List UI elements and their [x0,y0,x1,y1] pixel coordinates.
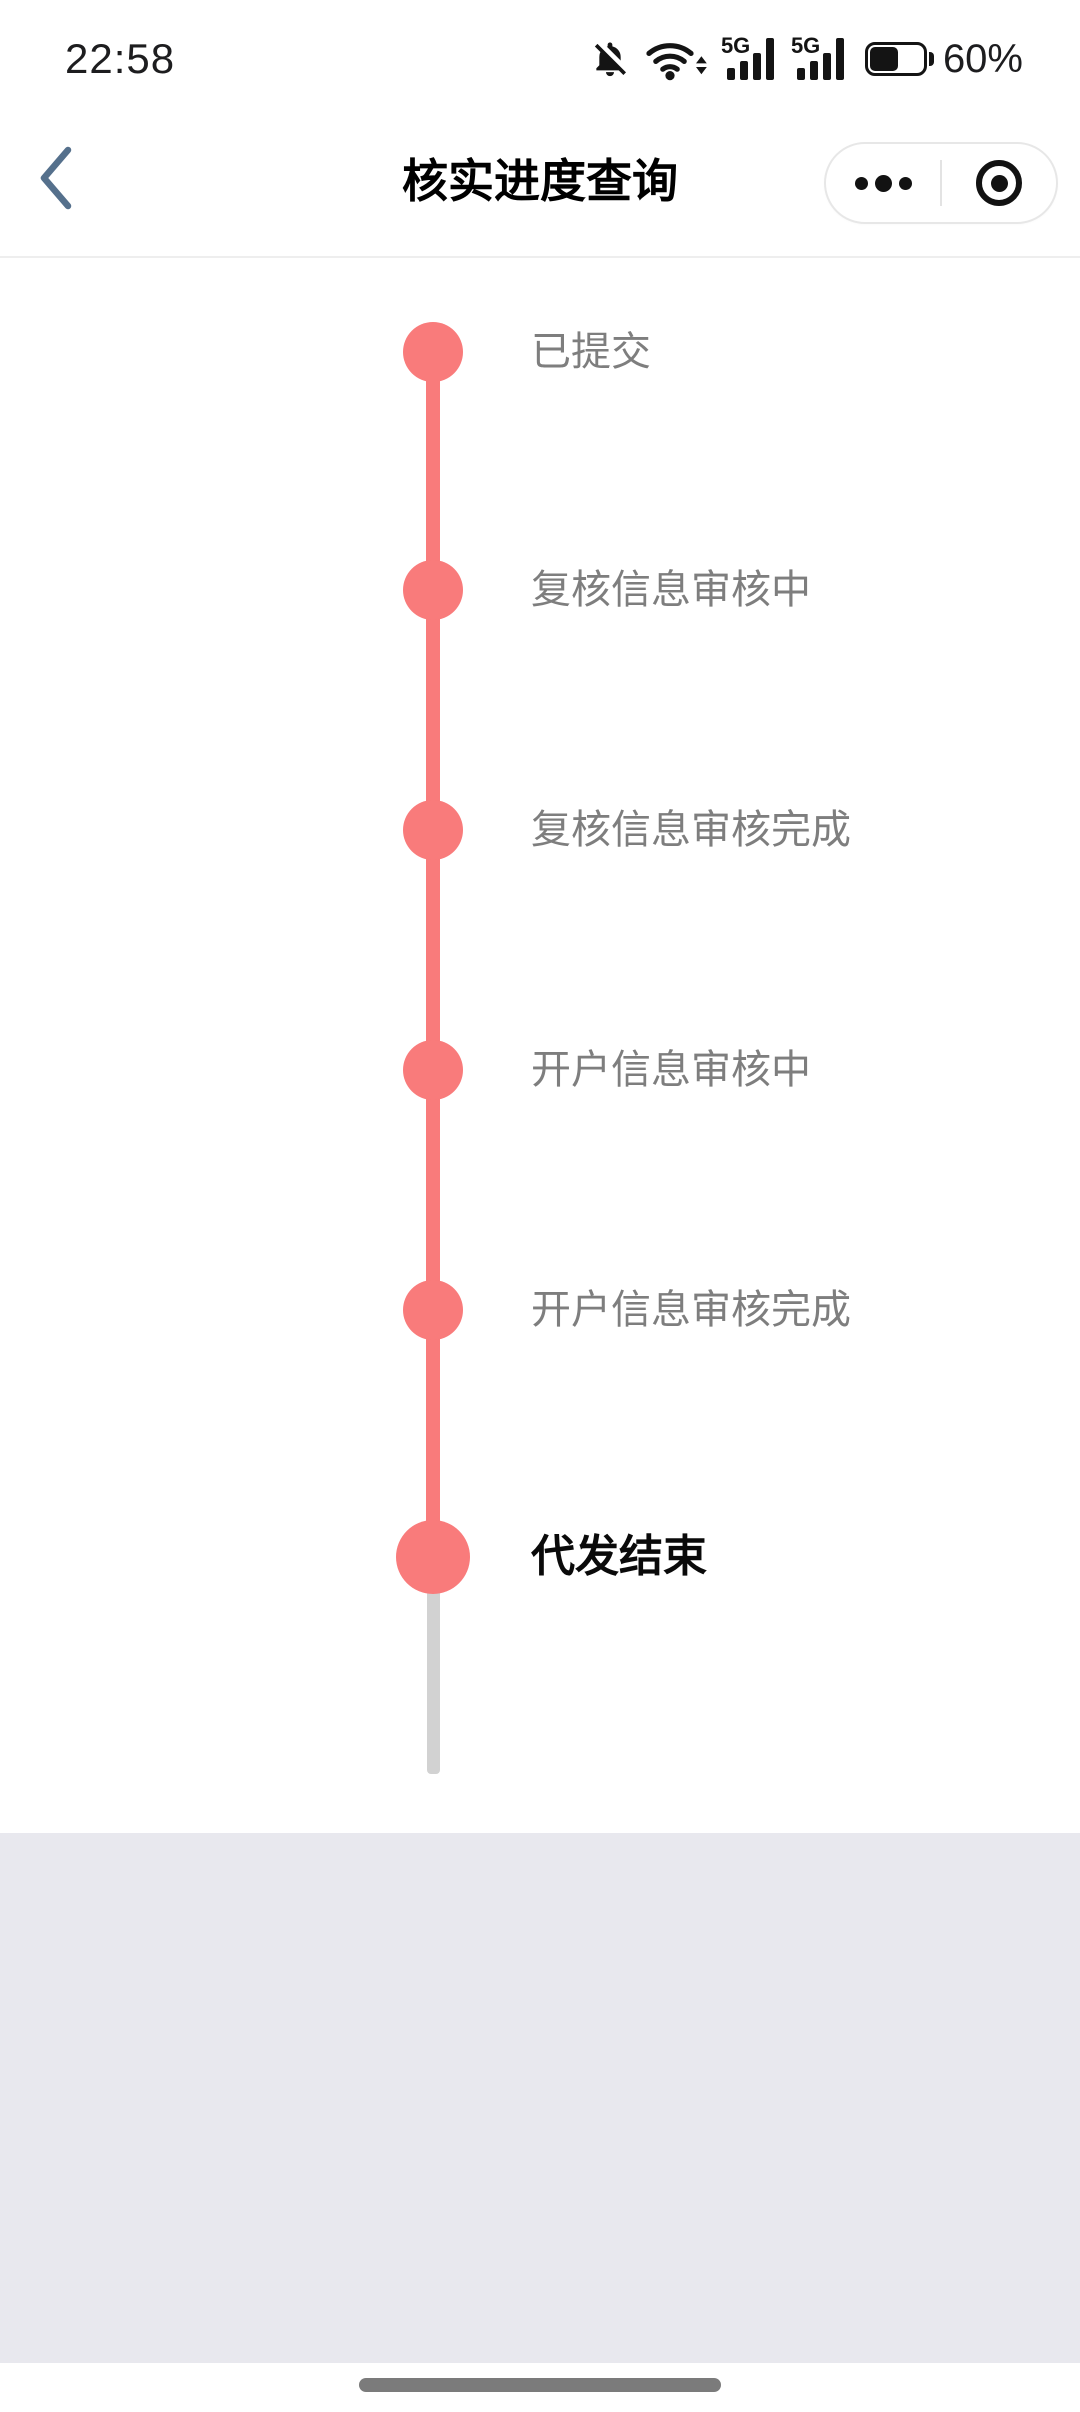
target-circle-icon [976,160,1022,206]
traffic-arrows-icon [695,56,707,75]
timeline-item: 开户信息审核中 [403,1040,811,1100]
timeline-item: 已提交 [403,322,651,382]
status-bar: 22:58 [0,0,1080,100]
status-icons: 5G 5G [589,33,1023,82]
timeline-dot [403,800,463,860]
timeline-dot [403,560,463,620]
timeline-item-label: 复核信息审核完成 [531,808,851,852]
timeline-dot [403,1280,463,1340]
timeline-item: 开户信息审核完成 [403,1280,851,1340]
notifications-off-icon [589,37,631,81]
timeline-item-label: 复核信息审核中 [531,568,811,612]
timeline-line-remaining [427,1557,440,1774]
battery-percent: 60% [942,36,1023,81]
exit-button[interactable] [942,144,1056,222]
clock: 22:58 [65,35,176,82]
timeline-item: 复核信息审核完成 [403,800,851,860]
home-indicator[interactable] [359,2378,721,2392]
timeline-line-completed [426,352,440,1557]
capsule-divider [940,160,942,206]
battery-icon [864,42,934,76]
timeline-item-label: 代发结束 [531,1531,707,1581]
timeline-dot [403,322,463,382]
signal-5g-sim2-icon: 5G [790,33,847,80]
timeline-item: 代发结束 [396,1520,707,1594]
chevron-left-icon [36,145,76,214]
bottom-panel [0,1833,1080,2363]
timeline-dot [403,1040,463,1100]
battery-fill [869,47,898,71]
timeline-dot [396,1520,470,1594]
wifi-icon [645,37,707,81]
network-badge: 5G [720,33,751,58]
nav-bar: 核实进度查询 [0,100,1080,258]
timeline-item-label: 已提交 [531,330,651,374]
home-strip [0,2363,1080,2412]
network-badge: 5G [790,33,821,58]
signal-5g-sim1-icon: 5G [720,33,777,80]
timeline-item: 复核信息审核中 [403,560,811,620]
timeline-item-label: 开户信息审核完成 [531,1288,851,1332]
more-dots-icon [854,174,912,192]
more-button[interactable] [826,144,940,222]
timeline-panel: 已提交 复核信息审核中 复核信息审核完成 开户信息审核中 开户信息审核完成 代发… [0,258,1080,1833]
miniprogram-capsule [824,142,1058,224]
back-button[interactable] [28,146,84,212]
timeline-item-label: 开户信息审核中 [531,1048,811,1092]
page-title: 核实进度查询 [402,155,678,207]
